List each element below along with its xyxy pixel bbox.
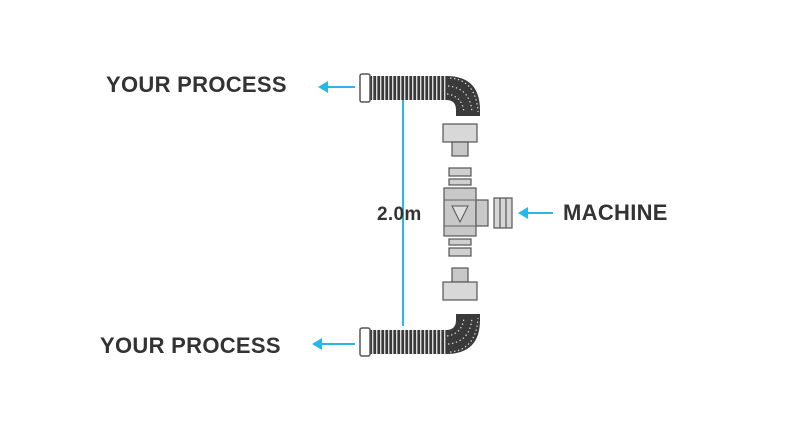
bottom-hose-straight — [370, 330, 446, 354]
bottom-reducer — [442, 267, 478, 301]
top-coupler-1 — [448, 167, 472, 177]
top-hose — [359, 73, 480, 116]
bottom-coupler-2 — [448, 247, 472, 257]
t-junction-fitting-icon — [443, 187, 489, 237]
machine-coupler — [493, 197, 513, 229]
top-process-label: YOUR PROCESS — [106, 72, 287, 97]
bottom-hose-cuff — [359, 327, 371, 357]
machine-label: MACHINE — [563, 200, 668, 225]
arrow-left-icon — [318, 81, 355, 93]
bottom-process-label: YOUR PROCESS — [100, 333, 281, 358]
top-coupler-2 — [448, 178, 472, 186]
top-hose-cuff — [359, 73, 371, 103]
top-hose-straight — [370, 76, 446, 100]
bottom-hose — [359, 314, 480, 357]
top-reducer — [442, 123, 478, 157]
bottom-coupler-1 — [448, 238, 472, 246]
arrow-left-icon — [518, 207, 553, 219]
arrow-left-icon — [312, 338, 355, 350]
fittings-assembly — [442, 123, 513, 301]
hose-length-label: 2.0m — [377, 204, 422, 225]
